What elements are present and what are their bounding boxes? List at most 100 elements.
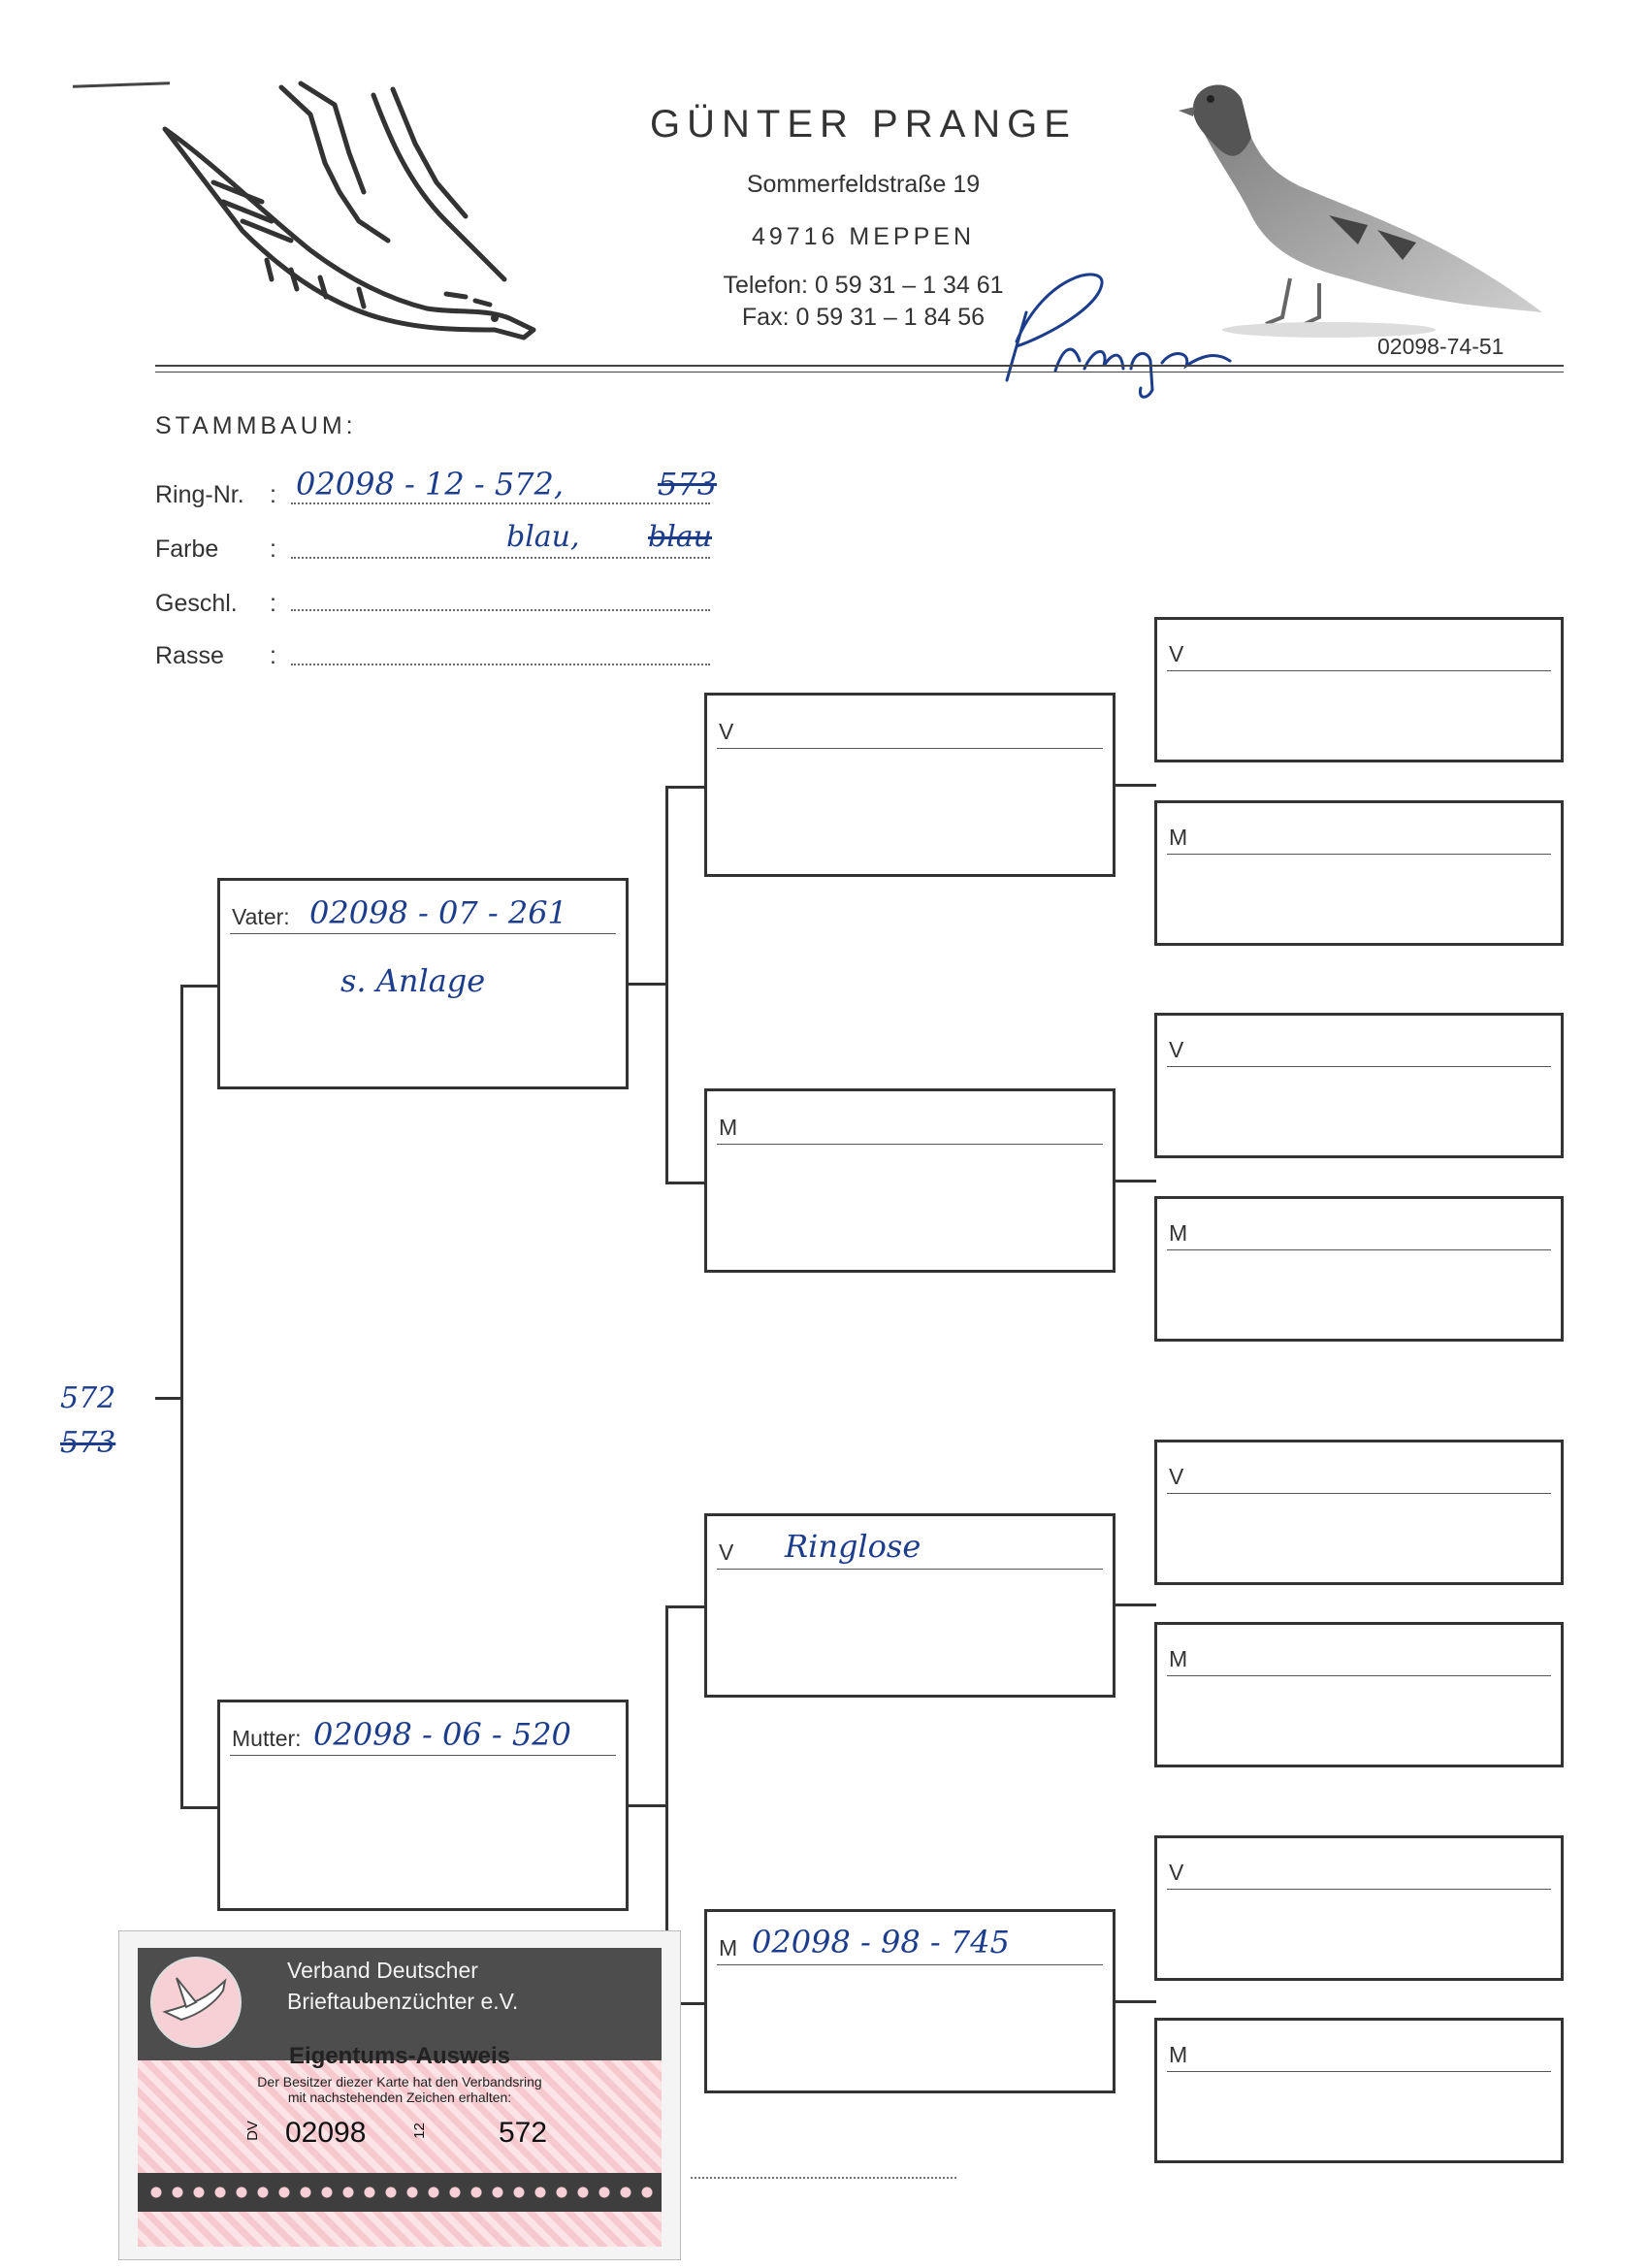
vater-note: s. Anlage xyxy=(340,962,486,999)
g2-rule xyxy=(717,748,1103,749)
g3-label: V xyxy=(1169,641,1184,666)
g3-label: M xyxy=(1169,2042,1188,2067)
g2-box-4[interactable]: M 02098 - 98 - 745 xyxy=(704,1909,1116,2093)
vater-rule xyxy=(230,933,616,934)
g2-label: M xyxy=(719,1115,738,1140)
g3-box-8[interactable]: M xyxy=(1154,2018,1564,2163)
connector-g2-1 xyxy=(665,786,706,789)
rasse-field[interactable] xyxy=(291,664,710,665)
g2-box-3[interactable]: V Ringlose xyxy=(704,1513,1116,1698)
card-org-line2: Brieftaubenzüchter e.V. xyxy=(287,1989,519,2014)
card-bottom-pattern xyxy=(138,2212,662,2247)
mutter-rule xyxy=(230,1755,616,1756)
city-address: 49716 MEPPEN xyxy=(751,223,976,250)
connector-vater-branch xyxy=(665,786,668,1183)
g3-rule xyxy=(1167,670,1551,671)
g3-box-6[interactable]: M xyxy=(1154,1622,1564,1767)
card-sub-line2: mit nachstehenden Zeichen erhalten: xyxy=(287,2090,512,2105)
g2-label: M xyxy=(719,1935,738,1960)
geschl-label: Geschl. xyxy=(155,590,238,617)
g3-box-1[interactable]: V xyxy=(1154,617,1564,762)
g2-rule xyxy=(717,1964,1103,1965)
farbe-value: blau, xyxy=(506,520,580,554)
connector-root xyxy=(180,985,183,1809)
g3-box-4[interactable]: M xyxy=(1154,1196,1564,1342)
g3-rule xyxy=(1167,1249,1551,1250)
g2-rule xyxy=(717,1569,1103,1570)
card-stripe-pattern xyxy=(146,2181,654,2204)
side-ring-value: 572 xyxy=(60,1381,116,1415)
mutter-label: Mutter: xyxy=(232,1726,302,1751)
ring-label: Ring-Nr. xyxy=(155,481,244,508)
farbe-label: Farbe xyxy=(155,535,219,563)
side-ring-struck: 573 xyxy=(60,1426,116,1460)
geschl-field[interactable] xyxy=(291,609,710,611)
g2-value: Ringlose xyxy=(785,1528,922,1565)
card-ring-number: 572 xyxy=(499,2117,548,2149)
mutter-ring: 02098 - 06 - 520 xyxy=(313,1716,571,1753)
g3-box-3[interactable]: V xyxy=(1154,1013,1564,1158)
vater-label: Vater: xyxy=(232,904,290,929)
connector-g3-56 xyxy=(1114,1604,1156,1606)
g3-rule xyxy=(1167,1889,1551,1890)
g3-box-7[interactable]: V xyxy=(1154,1835,1564,1981)
g2-value: 02098 - 98 - 745 xyxy=(752,1924,1010,1960)
g2-box-2[interactable]: M xyxy=(704,1088,1116,1273)
g2-label: V xyxy=(719,1539,734,1565)
farbe-field[interactable] xyxy=(291,557,710,559)
header-rule xyxy=(155,365,1564,367)
vater-box[interactable]: Vater: 02098 - 07 - 261 s. Anlage xyxy=(217,878,629,1089)
g3-label: M xyxy=(1169,825,1188,850)
connector-g3-12 xyxy=(1114,784,1156,787)
connector-g2-4 xyxy=(665,2002,706,2005)
connector-vater-out xyxy=(627,983,667,986)
g2-box-1[interactable]: V xyxy=(704,693,1116,877)
phone-number: Telefon: 0 59 31 – 1 34 61 xyxy=(723,272,1004,299)
side-ring-tick xyxy=(155,1397,182,1400)
farbe-colon: : xyxy=(270,535,276,563)
connector-g3-34 xyxy=(1114,1180,1156,1183)
connector-g2-3 xyxy=(665,1605,706,1608)
connector-g2-2 xyxy=(665,1182,706,1184)
g2-label: V xyxy=(719,719,734,744)
bottom-dotted-line xyxy=(691,2177,956,2179)
g3-rule xyxy=(1167,1066,1551,1067)
ring-value: 02098 - 12 - 572, xyxy=(296,466,565,502)
g3-rule xyxy=(1167,1675,1551,1676)
card-sub-line1: Der Besitzer diezer Karte hat den Verban… xyxy=(257,2074,542,2090)
card-year: 12 xyxy=(410,2122,428,2139)
g3-label: V xyxy=(1169,1860,1184,1885)
dove-logo-icon xyxy=(150,1957,242,2048)
g3-label: V xyxy=(1169,1037,1184,1062)
card-dv: DV xyxy=(243,2121,261,2141)
ring-value-struck: 573 xyxy=(658,466,718,502)
header-rule-thin xyxy=(155,372,1564,373)
ring-field[interactable] xyxy=(291,502,710,504)
g3-label: M xyxy=(1169,1220,1188,1246)
breeder-code: 02098-74-51 xyxy=(1377,334,1504,359)
pigeon-image xyxy=(1179,84,1542,338)
rasse-colon: : xyxy=(270,642,276,669)
card-club-number: 02098 xyxy=(285,2117,367,2149)
g3-rule xyxy=(1167,1493,1551,1494)
card-org-line1: Verband Deutscher xyxy=(287,1958,478,1983)
g3-rule xyxy=(1167,2071,1551,2072)
g3-box-2[interactable]: M xyxy=(1154,800,1564,946)
street-address: Sommerfeldstraße 19 xyxy=(746,171,981,198)
mutter-box[interactable]: Mutter: 02098 - 06 - 520 xyxy=(217,1700,629,1911)
ring-colon: : xyxy=(270,481,276,508)
g3-box-5[interactable]: V xyxy=(1154,1440,1564,1585)
connector-mutter xyxy=(180,1806,219,1809)
g2-rule xyxy=(717,1144,1103,1145)
g3-label: V xyxy=(1169,1464,1184,1489)
connector-vater xyxy=(180,985,219,988)
swallow-logo-icon xyxy=(162,81,536,340)
card-pattern xyxy=(138,2060,662,2173)
breeder-name: GÜNTER PRANGE xyxy=(650,103,1077,146)
geschl-colon: : xyxy=(270,590,276,617)
g3-label: M xyxy=(1169,1646,1188,1671)
connector-mutter-out xyxy=(627,1804,667,1807)
vater-ring: 02098 - 07 - 261 xyxy=(309,894,567,931)
g3-rule xyxy=(1167,854,1551,855)
form-title: STAMMBAUM: xyxy=(155,412,357,439)
